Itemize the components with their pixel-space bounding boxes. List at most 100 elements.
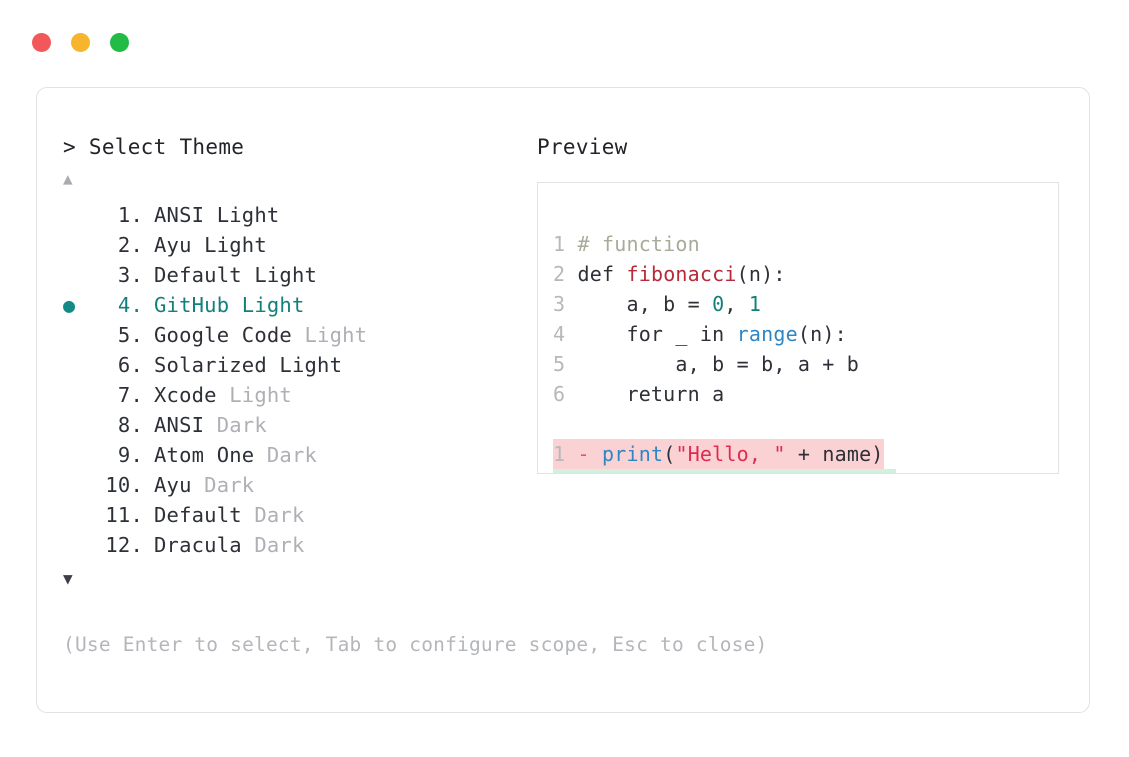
code-token: (n): (797, 322, 847, 346)
theme-item-variant: Light (191, 233, 267, 257)
code-line: 4 for _ in range(n): (553, 319, 847, 349)
theme-item-variant: Dark (241, 503, 305, 527)
minimize-window-button[interactable] (71, 33, 90, 52)
line-number: 1 (553, 232, 566, 256)
code-diff-line: 1 - print("Hello, " + name) (553, 439, 884, 469)
theme-item-number: 7. (117, 383, 143, 407)
theme-item-number: 8. (117, 413, 143, 437)
code-token: a, b = (565, 292, 713, 316)
theme-item-variant: Light (241, 263, 318, 287)
theme-item-name: GitHub (154, 293, 230, 317)
theme-item-number: 3. (117, 263, 143, 287)
theme-list-item[interactable]: 11. Default Dark (63, 500, 533, 530)
line-number: 2 (553, 262, 566, 286)
theme-item-name: Solarized (154, 353, 267, 377)
theme-item-variant: Light (204, 203, 280, 227)
theme-item-variant: Light (216, 383, 292, 407)
theme-item-number: 6. (117, 353, 143, 377)
theme-item-name: Default (154, 503, 242, 527)
code-token: {name} (786, 472, 859, 473)
code-line: 5 a, b = b, a + b (553, 349, 859, 379)
theme-list-item[interactable]: 7. Xcode Light (63, 380, 533, 410)
line-number: 1 (553, 472, 565, 473)
theme-item-name: Dracula (154, 533, 242, 557)
theme-list-item[interactable]: 9. Atom One Dark (63, 440, 533, 470)
code-line: 1 # function (553, 229, 700, 259)
theme-item-number: 5. (117, 323, 143, 347)
code-token: !" (859, 472, 883, 473)
theme-list-item[interactable]: 10.Ayu Dark (63, 470, 533, 500)
theme-item-name: Xcode (154, 383, 217, 407)
theme-item-variant: Dark (204, 413, 267, 437)
theme-item-name: Default (154, 263, 242, 287)
theme-item-name: Google Code (154, 323, 292, 347)
code-diff-line: 1 + print(f"Hello, {name}!") (553, 469, 896, 473)
theme-list[interactable]: 1. ANSI Light 2. Ayu Light 3. Default Light ● 4… (63, 200, 533, 560)
code-token: print (602, 472, 663, 473)
theme-selector-card: > Select Theme ▲ 1. ANSI Light 2. Ayu Light… (36, 87, 1090, 713)
scroll-down-indicator-icon[interactable]: ▼ (63, 569, 73, 588)
line-number: 5 (553, 352, 566, 376)
code-token: range (736, 322, 798, 346)
theme-item-name: ANSI (154, 203, 205, 227)
line-number: 6 (553, 382, 566, 406)
code-token: + name) (785, 442, 884, 466)
line-number: 1 (553, 442, 566, 466)
code-token: f"Hello, (675, 472, 785, 473)
theme-list-item[interactable]: ●4.GitHub Light (63, 290, 533, 320)
theme-list-item[interactable]: 5. Google Code Light (63, 320, 533, 350)
close-window-button[interactable] (32, 33, 51, 52)
card-body: > Select Theme ▲ 1. ANSI Light 2. Ayu Light… (37, 88, 1089, 712)
keyboard-hint: (Use Enter to select, Tab to configure s… (63, 633, 768, 656)
code-token: a, b = b, a + b (565, 352, 860, 376)
code-token: ( (663, 472, 675, 473)
theme-item-name: Atom One (154, 443, 255, 467)
selected-bullet-icon: ● (63, 293, 76, 317)
line-number: 3 (553, 292, 566, 316)
code-line: 6 return a (553, 379, 724, 409)
theme-item-variant: Light (291, 323, 368, 347)
theme-item-number: 10. (105, 473, 143, 497)
theme-list-item[interactable]: 1. ANSI Light (63, 200, 533, 230)
theme-item-name: Ayu (154, 233, 192, 257)
maximize-window-button[interactable] (110, 33, 129, 52)
theme-list-item[interactable]: 12. Dracula Dark (63, 530, 533, 560)
theme-item-variant: Dark (191, 473, 255, 497)
theme-item-number: 9. (117, 443, 143, 467)
theme-list-item[interactable]: 6.Solarized Light (63, 350, 533, 380)
window-traffic-lights (32, 33, 129, 52)
theme-item-name: ANSI (154, 413, 205, 437)
theme-item-number: 11. (105, 503, 143, 527)
theme-item-number: 2. (117, 233, 143, 257)
code-token: 1 (748, 292, 762, 316)
code-token: - (565, 442, 602, 466)
theme-item-number: 12. (105, 533, 143, 557)
theme-list-item[interactable]: 8. ANSI Dark (63, 410, 533, 440)
code-token: ) (884, 472, 896, 473)
code-token: print (601, 442, 664, 466)
code-token: fibonacci (626, 262, 737, 286)
code-token: # function (565, 232, 700, 256)
theme-item-number: 4. (117, 293, 143, 317)
preview-label: Preview (537, 135, 628, 159)
page-title: > Select Theme (63, 135, 245, 159)
theme-list-item[interactable]: 3. Default Light (63, 260, 533, 290)
code-token: , (724, 292, 749, 316)
code-token: def (565, 262, 627, 286)
theme-list-pane: > Select Theme ▲ 1. ANSI Light 2. Ayu Light… (63, 134, 533, 590)
scroll-up-indicator-icon[interactable]: ▲ (63, 169, 73, 188)
code-line: 2 def fibonacci(n): (553, 259, 786, 289)
theme-item-variant: Dark (241, 533, 305, 557)
code-line (553, 409, 565, 439)
theme-list-item[interactable]: 2. Ayu Light (63, 230, 533, 260)
code-token: for _ in (565, 322, 737, 346)
code-token: ( (663, 442, 676, 466)
theme-item-variant: Dark (254, 443, 318, 467)
code-token: return a (565, 382, 725, 406)
theme-item-number: 1. (117, 203, 143, 227)
code-token: 0 (712, 292, 725, 316)
